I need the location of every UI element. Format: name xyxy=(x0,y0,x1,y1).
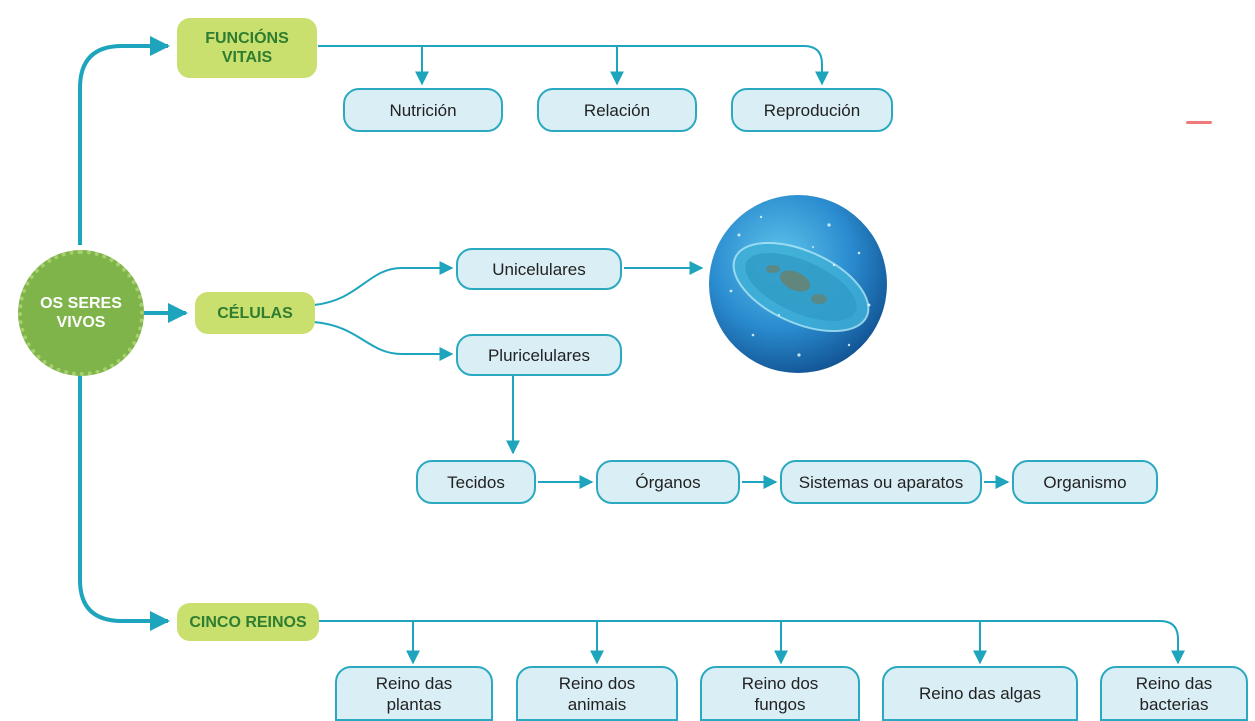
category-cells-label: CÉLULAS xyxy=(217,304,293,322)
kingdoms-branch-line xyxy=(318,620,1185,665)
functions-branch-line xyxy=(318,45,829,86)
kingdom-label-line2: fungos xyxy=(754,694,806,714)
kingdom-box-bacterias: Reino das bacterias xyxy=(1100,666,1248,721)
level-label: Organismo xyxy=(1043,472,1127,492)
root-to-functions-arrow xyxy=(78,36,170,245)
kingdom-label-line2: bacterias xyxy=(1139,694,1209,714)
cell-type-label: Pluricelulares xyxy=(487,345,591,365)
kingdom-label-line1: Reino dos xyxy=(558,673,636,693)
cell-type-box-unicelulares: Unicelulares xyxy=(456,248,622,290)
category-cells: CÉLULAS xyxy=(195,292,315,334)
function-label: Reprodución xyxy=(763,100,861,120)
to-unicelulares-arrow xyxy=(313,261,454,306)
root-label-line1: OS SERES xyxy=(40,295,122,312)
kingdom-box-plantas: Reino das plantas xyxy=(335,666,493,721)
function-label: Nutrición xyxy=(389,100,457,120)
kingdom-box-algas: Reino das algas xyxy=(882,666,1078,721)
decorative-mark xyxy=(1186,121,1212,124)
function-label: Relación xyxy=(583,100,651,120)
root-to-kingdoms-arrow xyxy=(78,375,170,631)
kingdom-box-animais: Reino dos animais xyxy=(516,666,678,721)
category-kingdoms: CINCO REINOS xyxy=(177,603,319,641)
kingdom-label-line1: Reino das xyxy=(375,673,453,693)
level-box-tecidos: Tecidos xyxy=(416,460,536,504)
root-label-line2: VIVOS xyxy=(56,314,106,331)
root-node: OS SERES VIVOS xyxy=(18,250,144,376)
kingdom-label-line1: Reino das algas xyxy=(919,684,1041,703)
level-label: Tecidos xyxy=(447,472,505,492)
function-box-relacion: Relación xyxy=(537,88,697,132)
kingdom-label-line2: plantas xyxy=(386,694,442,714)
level-label: Órganos xyxy=(635,472,701,492)
function-box-nutricion: Nutrición xyxy=(343,88,503,132)
to-pluricelulares-arrow xyxy=(313,321,454,361)
paramecium-micrograph xyxy=(709,195,887,373)
paramecium-illustration xyxy=(729,215,871,357)
category-functions: FUNCIÓNS VITAIS xyxy=(177,18,317,78)
cell-type-box-pluricelulares: Pluricelulares xyxy=(456,334,622,376)
kingdom-label-line2: animais xyxy=(567,694,627,714)
kingdom-box-fungos: Reino dos fungos xyxy=(700,666,860,721)
function-box-reproducion: Reprodución xyxy=(731,88,893,132)
kingdom-label-line1: Reino dos xyxy=(741,673,819,693)
kingdom-label-line1: Reino das xyxy=(1135,673,1213,693)
level-box-organismo: Organismo xyxy=(1012,460,1158,504)
category-functions-line2: VITAIS xyxy=(221,49,273,66)
level-label: Sistemas ou aparatos xyxy=(798,472,964,492)
level-box-organos: Órganos xyxy=(596,460,740,504)
cell-type-label: Unicelulares xyxy=(492,259,586,279)
category-kingdoms-label: CINCO REINOS xyxy=(189,613,307,631)
level-box-sistemas: Sistemas ou aparatos xyxy=(780,460,982,504)
category-functions-line1: FUNCIÓNS xyxy=(205,30,289,47)
